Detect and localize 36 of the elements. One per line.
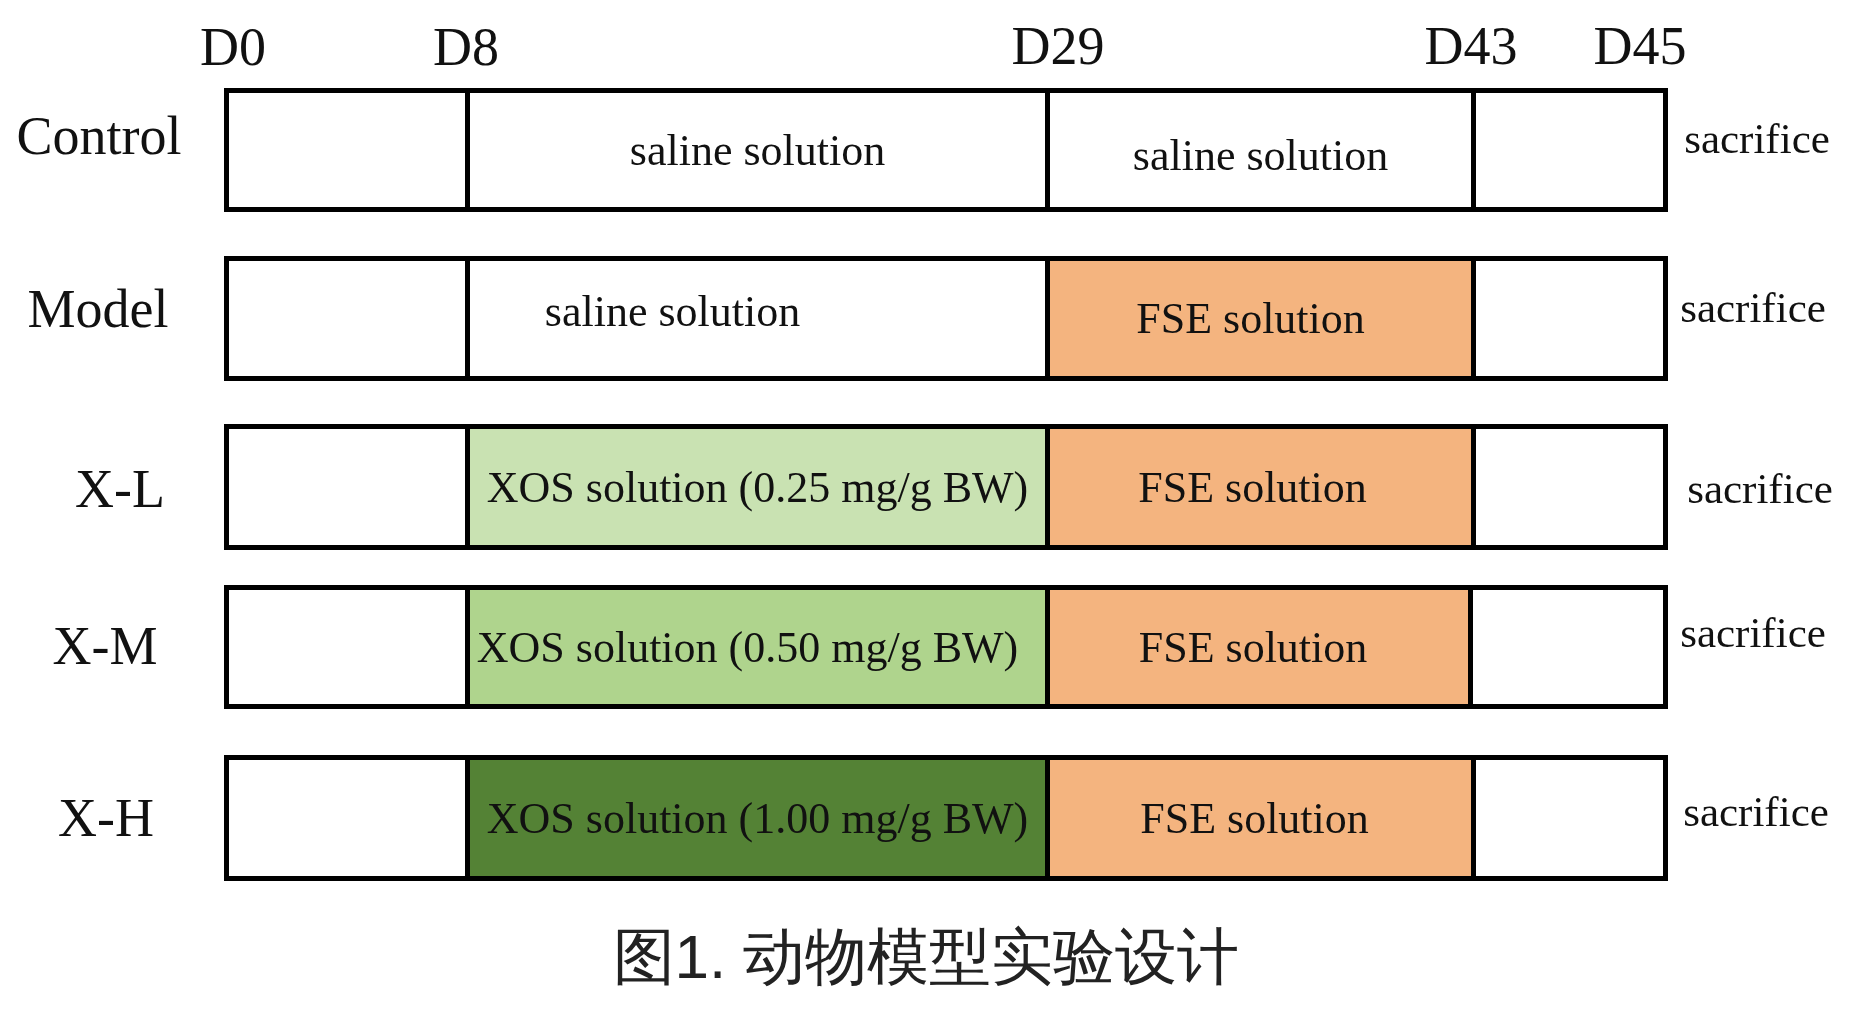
day-label: D43 — [1424, 19, 1518, 73]
timeline-cell — [1476, 755, 1668, 881]
timeline-cell: FSE solution — [1050, 585, 1473, 709]
endpoint-label: sacrifice — [1683, 789, 1829, 833]
timeline-cell — [224, 755, 470, 881]
timeline-cell: XOS solution (0.25 mg/g BW) — [470, 424, 1050, 550]
timeline-cell — [224, 256, 470, 381]
timeline-cell: XOS solution (1.00 mg/g BW) — [470, 755, 1050, 881]
day-label: D45 — [1593, 19, 1687, 73]
figure-caption: 图1. 动物模型实验设计 — [612, 922, 1240, 992]
timeline-cell: saline solution — [470, 88, 1050, 212]
timeline-cell — [1473, 585, 1668, 709]
day-label: D29 — [1011, 19, 1105, 73]
group-label: X-H — [58, 791, 154, 845]
group-label: X-L — [75, 462, 165, 516]
timeline-cell — [1476, 424, 1668, 550]
timeline-cell — [224, 585, 470, 709]
timeline-cell: XOS solution (0.50 mg/g BW) — [470, 585, 1050, 709]
timeline-cell: saline solution — [1050, 88, 1476, 212]
group-label: Control — [16, 109, 182, 163]
day-label: D8 — [433, 20, 499, 74]
timeline-cell: saline solution — [470, 256, 1050, 381]
group-label: Model — [27, 282, 169, 336]
timeline-cell: FSE solution — [1050, 424, 1476, 550]
endpoint-label: sacrifice — [1684, 116, 1830, 160]
endpoint-label: sacrifice — [1687, 466, 1833, 510]
day-label: D0 — [200, 20, 266, 74]
timeline-cell — [224, 88, 470, 212]
timeline-cell: FSE solution — [1050, 755, 1476, 881]
endpoint-label: sacrifice — [1680, 285, 1826, 329]
timeline-cell — [1476, 256, 1668, 381]
timeline-cell — [1476, 88, 1668, 212]
endpoint-label: sacrifice — [1680, 610, 1826, 654]
timeline-cell: FSE solution — [1050, 256, 1476, 381]
group-label: X-M — [52, 619, 158, 673]
timeline-cell — [224, 424, 470, 550]
